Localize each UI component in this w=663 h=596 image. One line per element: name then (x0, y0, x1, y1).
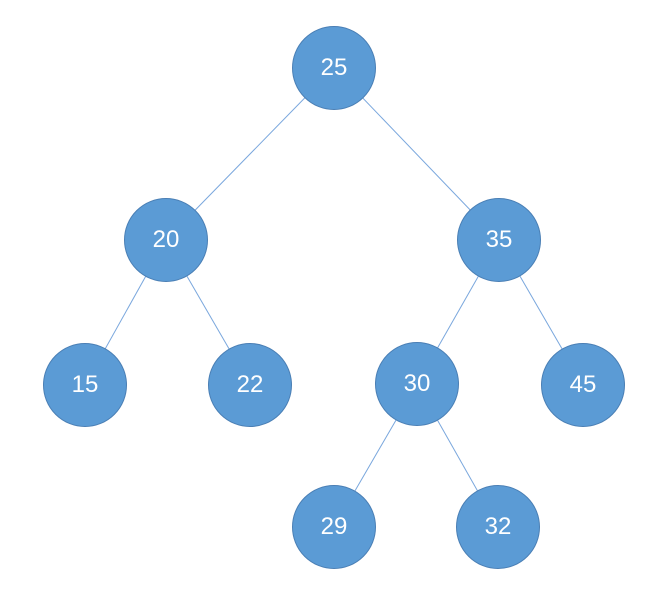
tree-node-22: 22 (208, 343, 292, 427)
tree-node-label: 45 (569, 371, 597, 398)
tree-node-label: 20 (152, 226, 180, 253)
tree-node-15: 15 (43, 343, 127, 427)
tree-node-label: 15 (71, 371, 99, 398)
tree-node-25: 25 (292, 26, 376, 110)
tree-node-label: 35 (485, 226, 513, 253)
tree-node-label: 32 (484, 513, 512, 540)
tree-node-label: 30 (403, 370, 431, 397)
tree-node-label: 29 (320, 513, 348, 540)
tree-node-29: 29 (292, 485, 376, 569)
tree-node-20: 20 (124, 198, 208, 282)
tree-node-label: 22 (236, 371, 264, 398)
tree-node-45: 45 (541, 343, 625, 427)
tree-node-label: 25 (320, 54, 348, 81)
tree-node-30: 30 (375, 342, 459, 426)
tree-node-32: 32 (456, 485, 540, 569)
tree-node-35: 35 (457, 198, 541, 282)
